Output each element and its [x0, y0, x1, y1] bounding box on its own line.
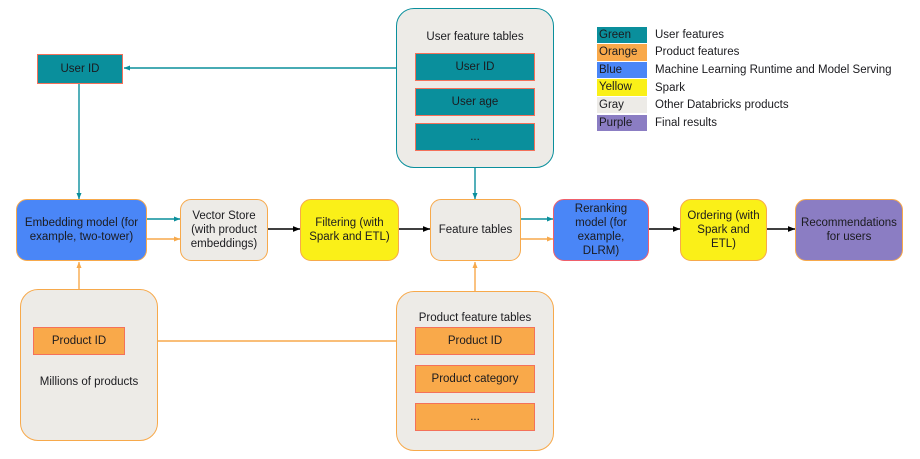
legend-row: Blue Machine Learning Runtime and Model … [597, 61, 917, 79]
legend: Green User features Orange Product featu… [597, 26, 917, 132]
legend-swatch-purple: Purple [597, 114, 647, 131]
node-user-id-top: User ID [37, 54, 123, 84]
node-ordering: Ordering (with Spark and ETL) [680, 199, 767, 261]
node-reranking-model: Reranking model (for example, DLRM) [553, 199, 649, 261]
legend-row: Green User features [597, 26, 917, 44]
legend-row: Orange Product features [597, 44, 917, 62]
legend-desc-purple: Final results [655, 116, 717, 129]
legend-desc-green: User features [655, 28, 725, 41]
legend-desc-orange: Product features [655, 46, 740, 59]
legend-row: Yellow Spark [597, 79, 917, 97]
legend-swatch-blue: Blue [597, 61, 647, 79]
node-embedding-model: Embedding model (for example, two-tower) [16, 199, 147, 261]
node-product-id-left: Product ID [33, 327, 125, 355]
chip-product-id: Product ID [415, 327, 535, 355]
chip-user-id: User ID [415, 53, 535, 81]
legend-row: Gray Other Databricks products [597, 96, 917, 114]
legend-swatch-green: Green [597, 26, 647, 43]
chip-product-more: ... [415, 403, 535, 431]
legend-desc-yellow: Spark [655, 81, 686, 94]
chip-user-age: User age [415, 88, 535, 116]
group-millions-of-products: Millions of products [20, 289, 158, 441]
chip-product-category: Product category [415, 365, 535, 393]
node-filtering: Filtering (with Spark and ETL) [300, 199, 399, 261]
legend-desc-blue: Machine Learning Runtime and Model Servi… [655, 63, 892, 76]
legend-row: Purple Final results [597, 114, 917, 132]
legend-swatch-orange: Orange [597, 44, 647, 61]
node-feature-tables: Feature tables [430, 199, 521, 261]
legend-desc-gray: Other Databricks products [655, 99, 789, 112]
node-vector-store: Vector Store (with product embeddings) [180, 199, 268, 261]
chip-user-more: ... [415, 123, 535, 151]
group-millions-of-products-title: Millions of products [39, 376, 139, 388]
legend-swatch-yellow: Yellow [597, 79, 647, 96]
group-product-feature-tables-title: Product feature tables [418, 312, 532, 324]
group-user-feature-tables-title: User feature tables [426, 31, 524, 43]
node-recommendations: Recommendations for users [795, 199, 903, 261]
legend-swatch-gray: Gray [597, 96, 647, 114]
